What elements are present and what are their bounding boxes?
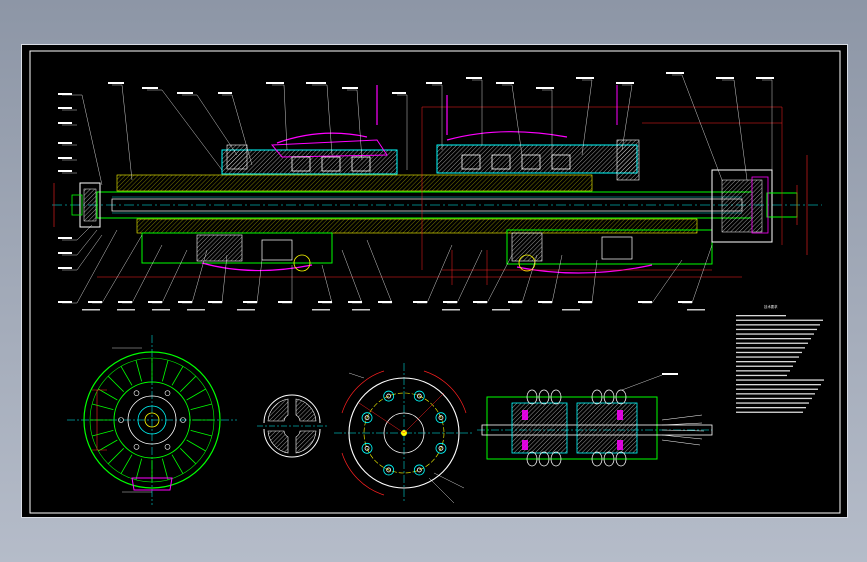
seal-ring — [603, 389, 615, 405]
flange-hole — [413, 464, 425, 476]
seal-ring — [591, 389, 603, 405]
bolt-flange-view — [334, 363, 474, 504]
seal-ring — [603, 451, 615, 467]
seal-ring — [615, 451, 627, 467]
cad-drawing: 技术要求 — [29, 50, 841, 514]
half-disc-view — [257, 394, 327, 458]
callout-labels — [58, 72, 774, 311]
note-line — [736, 388, 818, 390]
shaft-sleeve-lower — [136, 218, 698, 234]
tech-notes-block: 技术要求 — [736, 304, 824, 413]
disc-hole — [133, 390, 140, 396]
disc-segment-line — [135, 360, 143, 382]
drawing-sheet: 技术要求 — [21, 44, 848, 518]
disc-segment-line — [161, 360, 169, 382]
flange-hole-inner — [438, 415, 444, 421]
note-line — [736, 347, 805, 349]
seal-ring — [615, 389, 627, 405]
disc-segment-line — [120, 454, 133, 474]
flange-hole — [435, 442, 447, 454]
main-assembly-view — [52, 72, 822, 311]
disc-bolt-holes — [118, 390, 186, 450]
disc-segment-line — [92, 429, 114, 437]
disc-segments — [90, 358, 214, 482]
note-line — [736, 402, 809, 404]
left-lower-housing — [141, 232, 333, 264]
note-line — [736, 365, 793, 367]
disc-segment-line — [171, 366, 184, 386]
disc-segment-line — [180, 448, 197, 465]
notes-title: 技术要求 — [764, 304, 778, 309]
disc-segment-line — [186, 439, 206, 452]
note-line — [736, 374, 787, 377]
note-line — [736, 370, 790, 372]
note-line — [736, 407, 806, 409]
flange-hole — [383, 390, 395, 402]
note-line — [736, 319, 823, 321]
disc-hole — [133, 444, 140, 450]
note-line — [736, 342, 808, 344]
flange-hole-inner — [416, 393, 422, 399]
seal-ring — [550, 451, 562, 467]
note-line — [736, 397, 812, 400]
disc-hole — [164, 390, 171, 396]
note-line — [736, 356, 799, 358]
friction-disc-view — [67, 335, 237, 505]
flange-hole — [413, 390, 425, 402]
disc-hole — [118, 417, 124, 423]
note-line — [736, 351, 802, 354]
disc-segment-line — [171, 454, 184, 474]
seal-ring — [538, 451, 550, 467]
callouts-top — [62, 74, 773, 186]
disc-segment-line — [98, 439, 118, 452]
flange-hole — [435, 412, 447, 424]
flange-hole-inner — [438, 445, 444, 451]
disc-hole — [180, 417, 186, 423]
seal-ring — [550, 389, 562, 405]
flange-hole-inner — [386, 467, 392, 473]
note-line — [736, 338, 811, 340]
disc-segment-line — [92, 403, 114, 411]
flange-hole — [383, 464, 395, 476]
disc-segment-line — [107, 375, 124, 392]
note-line — [736, 411, 803, 413]
disc-segment-line — [180, 375, 197, 392]
right-lower-housing — [506, 229, 713, 265]
seal-ring — [526, 451, 538, 467]
right-clutch-housing — [436, 144, 638, 174]
disc-segment-line — [120, 366, 133, 386]
flange-hole — [361, 442, 373, 454]
note-line — [736, 324, 820, 326]
disc-segment-line — [186, 388, 206, 401]
seal-ring — [526, 389, 538, 405]
left-clutch-housing — [221, 149, 398, 175]
note-line — [736, 333, 814, 335]
note-line — [736, 361, 796, 363]
flange-hole — [361, 412, 373, 424]
note-line — [736, 379, 824, 381]
disc-segment-line — [161, 458, 169, 480]
disc-hole — [164, 444, 171, 450]
inner-frame — [29, 50, 841, 514]
disc-segment-line — [135, 458, 143, 480]
flange-hole-inner — [364, 445, 370, 451]
seal-ring — [591, 451, 603, 467]
note-line — [736, 328, 817, 331]
flange-bolt-holes — [361, 390, 447, 476]
note-line — [736, 384, 821, 386]
disc-segment-line — [107, 448, 124, 465]
disc-segment-line — [98, 388, 118, 401]
right-end-housing — [711, 169, 773, 243]
note-line — [736, 393, 815, 395]
seal-rings — [526, 389, 627, 467]
flange-hole-inner — [416, 467, 422, 473]
disc-segment-line — [190, 403, 212, 411]
seal-ring — [538, 389, 550, 405]
note-line — [736, 315, 786, 317]
flange-hole-inner — [364, 415, 370, 421]
partial-assembly-view — [477, 373, 713, 467]
disc-segment-line — [190, 429, 212, 437]
flange-hole-inner — [386, 393, 392, 399]
shaft-sleeve-upper — [116, 174, 593, 192]
